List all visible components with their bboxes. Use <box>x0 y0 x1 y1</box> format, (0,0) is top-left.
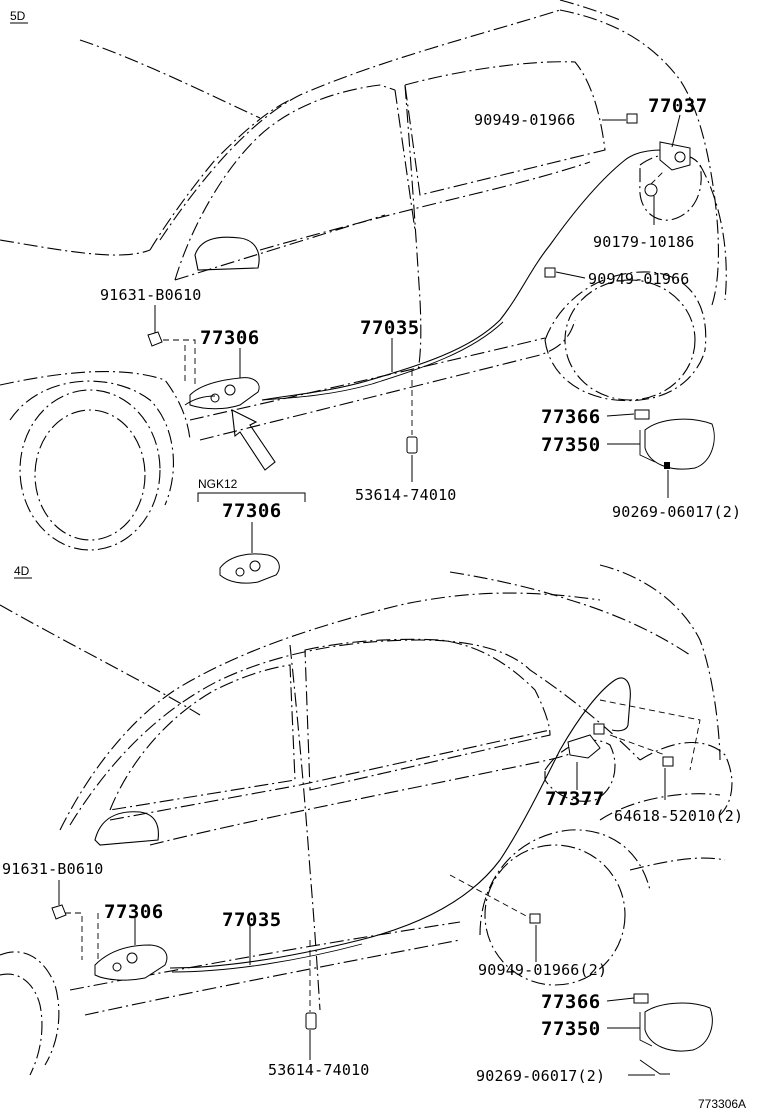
fuel-door-77350 <box>634 409 715 470</box>
bolt-icon <box>147 331 163 347</box>
label-77366-4d: 77366 <box>541 991 601 1013</box>
label-90179-10186: 90179-10186 <box>593 233 695 251</box>
label-77306-4d: 77306 <box>104 901 164 923</box>
label-77306-ngk12: 77306 <box>222 500 282 522</box>
figure-id: 773306A <box>698 1097 746 1111</box>
clip-icon <box>662 756 674 767</box>
fuel-lid-lock-77037 <box>644 141 691 197</box>
label-91631-b0610-4d: 91631-B0610 <box>2 860 104 878</box>
label-77035: 77035 <box>360 317 420 339</box>
opener-lever-77306-4d <box>94 944 168 981</box>
section-label-4d: 4D <box>14 564 30 578</box>
section-5d: 5D <box>0 0 741 584</box>
label-77306: 77306 <box>200 327 260 349</box>
label-90949-01966-4d: 90949-01966(2) <box>478 961 607 979</box>
label-90949-01966-mid: 90949-01966 <box>588 270 690 288</box>
label-90949-01966-upper: 90949-01966 <box>474 111 576 129</box>
indicator-arrow <box>231 409 276 471</box>
label-77350: 77350 <box>541 434 601 456</box>
label-53614-74010: 53614-74010 <box>355 486 457 504</box>
label-64618-52010: 64618-52010(2) <box>614 807 743 825</box>
car-body-4d <box>0 564 733 1076</box>
clip-icon <box>626 113 638 124</box>
opener-lever-77306 <box>184 377 260 410</box>
release-cable-4d <box>169 677 631 969</box>
label-77366: 77366 <box>541 406 601 428</box>
label-77035-4d: 77035 <box>222 909 282 931</box>
label-77037: 77037 <box>648 95 708 117</box>
label-53614-74010-4d: 53614-74010 <box>268 1061 370 1079</box>
bolt-icon <box>51 904 67 920</box>
clip-icon <box>544 267 556 278</box>
label-77377: 77377 <box>545 788 605 810</box>
fuel-door-77350-4d <box>633 993 713 1075</box>
label-91631-b0610: 91631-B0610 <box>100 286 202 304</box>
fuel-lid-lock-77377 <box>567 723 605 759</box>
car-body-5d <box>0 0 727 551</box>
label-90269-06017: 90269-06017(2) <box>612 503 741 521</box>
clip-icon <box>529 913 541 924</box>
label-77350-4d: 77350 <box>541 1018 601 1040</box>
opener-lever-77306-ngk12 <box>219 553 280 584</box>
clip-icon <box>305 1012 317 1030</box>
clip-icon <box>406 436 418 454</box>
release-cable-5d <box>261 149 663 401</box>
section-4d: 4D <box>0 564 743 1085</box>
section-label-5d: 5D <box>10 9 26 23</box>
label-ngk12: NGK12 <box>198 477 238 491</box>
label-90269-06017-4d: 90269-06017(2) <box>476 1067 605 1085</box>
